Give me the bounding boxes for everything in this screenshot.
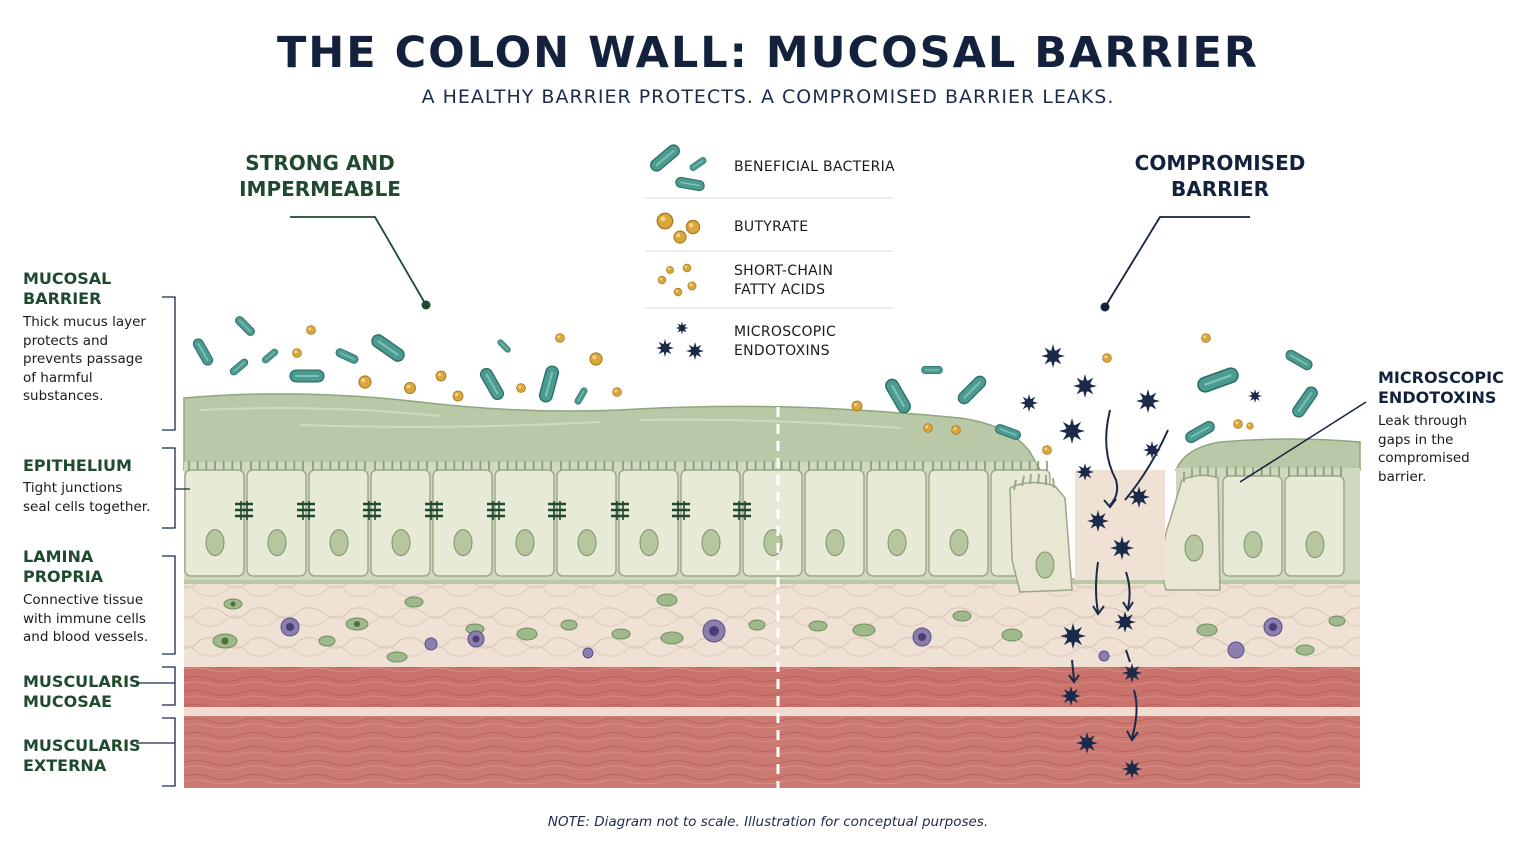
epithelial-cell: [494, 461, 555, 577]
epithelial-cell: [246, 461, 307, 577]
tight-junction: [487, 501, 505, 520]
desc-line: Connective tissue: [23, 592, 144, 608]
label-line: ENDOTOXINS: [1378, 388, 1497, 407]
epithelial-cell: [432, 461, 493, 577]
desc-line: protects and: [23, 332, 109, 349]
legend-label-bacteria: BENEFICIAL BACTERIA: [734, 158, 895, 177]
label-line: MUCOSAE: [23, 692, 113, 711]
epithelial-cell: [680, 461, 741, 577]
healthy-leader-line: [290, 216, 427, 306]
layer-brackets: [136, 296, 190, 787]
healthy-side-heading: STRONG AND IMPERMEABLE: [220, 150, 420, 202]
epithelial-cell: [308, 461, 369, 577]
desc-line: Leak through: [1378, 413, 1468, 429]
legend-line: ENDOTOXINS: [734, 343, 830, 359]
tight-junction: [548, 501, 566, 520]
epithelial-cell: [742, 461, 803, 577]
label-line: EXTERNA: [23, 756, 107, 775]
endotoxin-annotation-desc: Leak through gaps in the compromised bar…: [1378, 412, 1508, 486]
immune-cells: [212, 593, 1346, 663]
legend-dividers: [645, 197, 893, 309]
legend-line: BENEFICIAL BACTERIA: [734, 159, 895, 175]
layer-name-epithelium: EPITHELIUM: [23, 456, 163, 476]
desc-line: and blood vessels.: [23, 629, 149, 645]
label-line: MUCOSAL: [23, 269, 112, 288]
tight-junction: [611, 501, 629, 520]
epithelial-cell: [556, 461, 617, 577]
label-line: MICROSCOPIC: [1378, 368, 1504, 387]
heading-line: COMPROMISED: [1134, 151, 1306, 175]
leak-arrows: [1068, 409, 1169, 742]
desc-line: seal cells together.: [23, 498, 151, 515]
legend-label-scfa: SHORT-CHAIN FATTY ACIDS: [734, 262, 833, 300]
bacteria-icon: [647, 141, 708, 193]
legend-line: SHORT-CHAIN: [734, 263, 834, 279]
heading-line: STRONG AND: [245, 151, 395, 175]
mucus-layer-compromised: [1174, 438, 1361, 471]
epithelial-cell: [866, 461, 927, 577]
compromised-side-heading: COMPROMISED BARRIER: [1120, 150, 1320, 202]
legend-label-butyrate: BUTYRATE: [734, 218, 808, 237]
tight-junction: [363, 501, 381, 520]
tight-junctions: [235, 501, 751, 520]
desc-line: barrier.: [1378, 468, 1427, 485]
desc-line: with immune cells: [23, 610, 146, 627]
desc-line: Thick mucus layer: [23, 314, 146, 330]
label-line: PROPRIA: [23, 567, 104, 586]
legend-label-endotoxins: MICROSCOPIC ENDOTOXINS: [734, 323, 836, 361]
page-title: THE COLON WALL: MUCOSAL BARRIER: [276, 28, 1260, 78]
tight-junction: [733, 501, 751, 520]
damaged-cell-right: [1161, 474, 1221, 591]
epithelial-cell: [928, 461, 989, 577]
epithelial-cell: [618, 461, 679, 577]
tight-junction: [425, 501, 443, 520]
bacteria-healthy-side: [190, 314, 622, 406]
label-line: EPITHELIUM: [23, 456, 132, 475]
label-line: BARRIER: [23, 289, 102, 308]
compromised-leader-line: [1104, 216, 1250, 308]
endotoxin-icon: [656, 321, 704, 360]
tight-junction: [672, 501, 690, 520]
tight-junction: [297, 501, 315, 520]
desc-line: gaps in the: [1378, 431, 1454, 448]
desc-line: prevents passage: [23, 351, 143, 367]
layer-name-lamina-propria: LAMINA PROPRIA: [23, 547, 163, 587]
epithelial-cell: [804, 461, 865, 577]
epithelial-cell: [370, 461, 431, 577]
legend-line: FATTY ACIDS: [734, 282, 826, 298]
label-line: MUSCULARIS: [23, 736, 141, 755]
desc-line: substances.: [23, 388, 104, 404]
desc-line: of harmful: [23, 369, 93, 386]
epithelial-cell: [1222, 467, 1283, 577]
epithelial-cell: [184, 461, 245, 577]
heading-line: BARRIER: [1170, 177, 1270, 201]
label-line: LAMINA: [23, 547, 94, 566]
desc-line: Tight junctions: [23, 480, 123, 496]
mucus-layer-healthy: [183, 393, 1042, 471]
layer-desc-lamina-propria: Connective tissue with immune cells and …: [23, 591, 163, 647]
legend-line: MICROSCOPIC: [734, 324, 837, 340]
layer-desc-epithelium: Tight junctions seal cells together.: [23, 479, 163, 516]
scfa-icon: [657, 263, 697, 297]
label-line: MUSCULARIS: [23, 672, 141, 691]
butyrate-icon: [656, 212, 701, 244]
epithelial-cells: [184, 461, 1345, 577]
tight-junction: [235, 501, 253, 520]
epithelial-cell: [1284, 467, 1345, 577]
layer-name-mucosal-barrier: MUCOSAL BARRIER: [23, 269, 163, 309]
footnote: NOTE: Diagram not to scale. Illustration…: [547, 814, 989, 830]
heading-line: IMPERMEABLE: [239, 177, 401, 201]
layer-name-muscularis-mucosae: MUSCULARIS MUCOSAE: [23, 672, 163, 712]
page-subtitle: A HEALTHY BARRIER PROTECTS. A COMPROMISE…: [421, 86, 1115, 108]
endotoxin-annotation-line: [1239, 401, 1367, 483]
layer-desc-mucosal-barrier: Thick mucus layer protects and prevents …: [23, 313, 163, 406]
desc-line: compromised: [1378, 450, 1470, 466]
legend-line: BUTYRATE: [734, 219, 809, 235]
endotoxin-annotation-title: MICROSCOPIC ENDOTOXINS: [1378, 368, 1528, 408]
layer-name-muscularis-externa: MUSCULARIS EXTERNA: [23, 736, 163, 776]
